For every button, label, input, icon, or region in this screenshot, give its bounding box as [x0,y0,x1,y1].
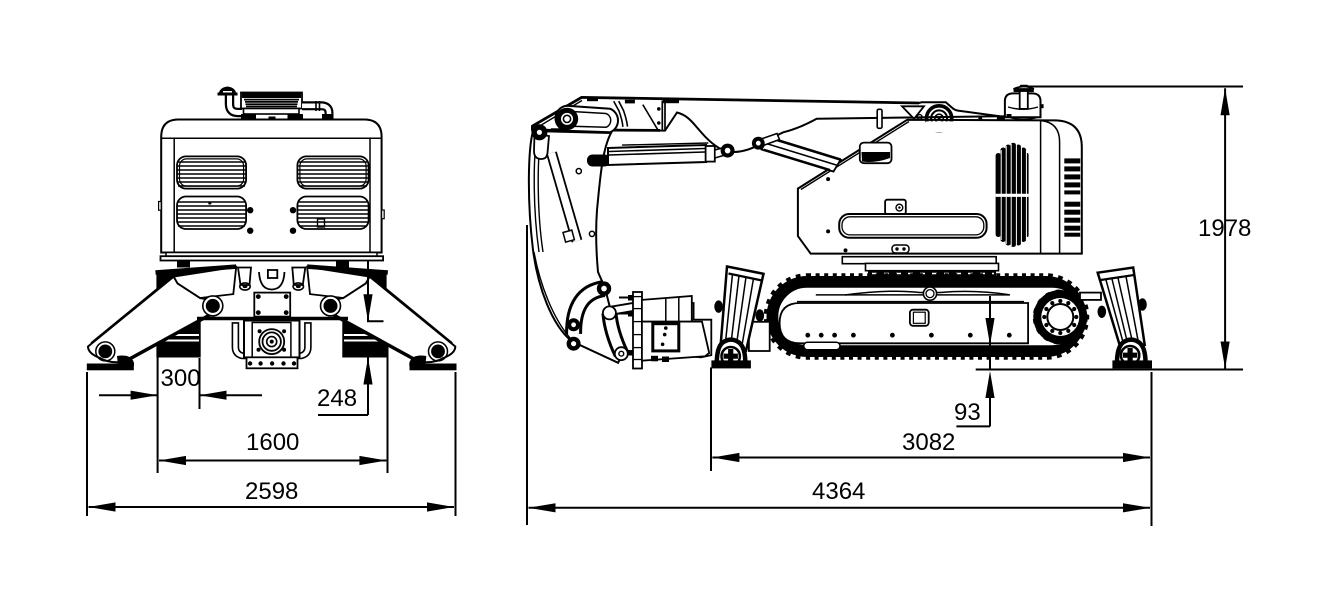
svg-text:1978: 1978 [1198,215,1251,242]
svg-text:248: 248 [317,385,357,412]
svg-text:300: 300 [161,365,201,392]
svg-text:2598: 2598 [245,478,298,505]
svg-text:93: 93 [954,399,981,426]
svg-text:3082: 3082 [902,429,955,456]
svg-text:1600: 1600 [246,429,299,456]
svg-text:4364: 4364 [812,478,865,505]
